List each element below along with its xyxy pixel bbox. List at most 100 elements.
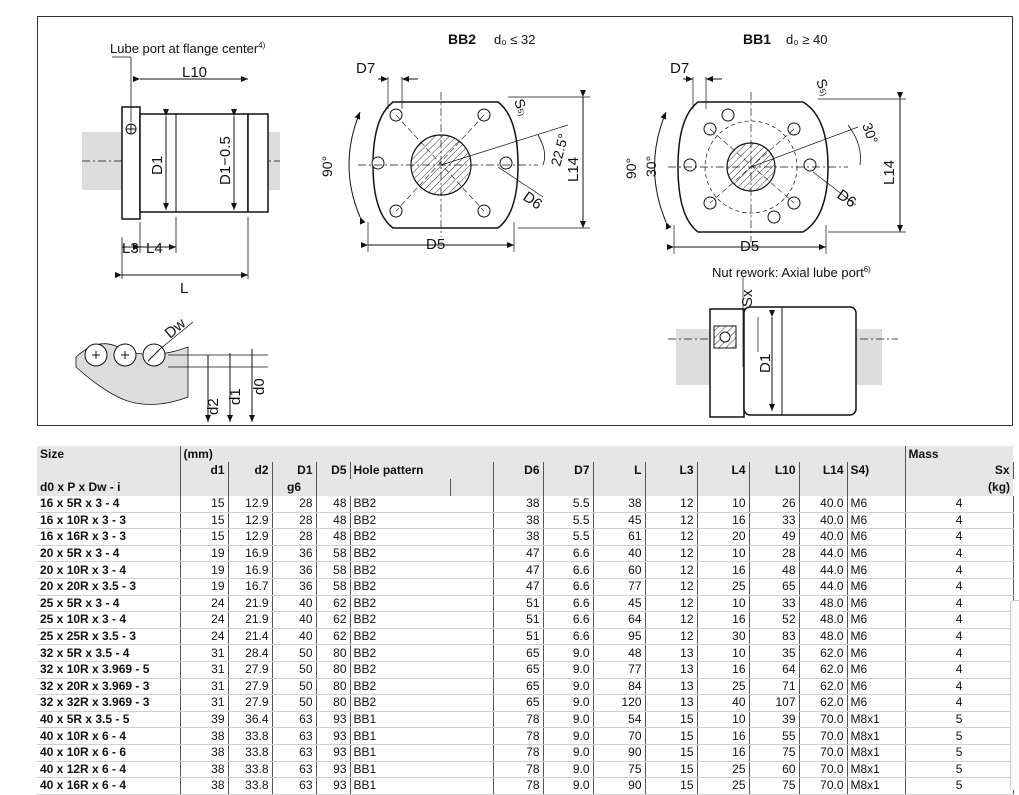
- table-cell: 13: [644, 678, 697, 696]
- table-cell: 5: [904, 711, 1014, 729]
- table-cell: 44.0: [798, 561, 847, 579]
- column-header: D1: [271, 462, 316, 479]
- table-cell: M6: [846, 528, 906, 546]
- dim-d7-bb1: D7: [670, 60, 689, 77]
- table-cell: 16: [696, 661, 749, 679]
- table-cell: 4: [904, 512, 1014, 530]
- table-cell: M6: [846, 595, 906, 613]
- table-cell: 24: [179, 595, 228, 613]
- table-cell: 27.9: [227, 694, 272, 712]
- table-cell: 6.6: [542, 595, 593, 613]
- table-cell: 45: [592, 595, 645, 613]
- table-cell: 15: [644, 711, 697, 729]
- table-cell: 19: [179, 545, 228, 563]
- table-cell: 4: [904, 578, 1014, 596]
- table-cell: 50: [271, 661, 316, 679]
- table-cell: 38: [179, 777, 228, 795]
- table-cell: 28.4: [227, 644, 272, 662]
- size-formula: d0 x P x Dw - i: [37, 479, 180, 496]
- table-cell: 58: [315, 545, 350, 563]
- table-cell: 78: [492, 727, 543, 745]
- table-cell: 70.0: [798, 777, 847, 795]
- table-cell: 25: [696, 777, 749, 795]
- table-cell: BB2: [349, 611, 493, 629]
- table-cell: 70.0: [798, 727, 847, 745]
- table-cell: M6: [846, 661, 906, 679]
- table-cell: 16.9: [227, 545, 272, 563]
- column-header: d1: [179, 462, 228, 479]
- table-cell: 12: [644, 611, 697, 629]
- table-cell: M8x1: [846, 744, 906, 762]
- table-cell: 80: [315, 661, 350, 679]
- row-size: 40 x 16R x 6 - 4: [37, 777, 180, 795]
- table-cell: BB2: [349, 578, 493, 596]
- table-cell: BB2: [349, 678, 493, 696]
- table-cell: 20: [696, 528, 749, 546]
- table-cell: 25: [696, 678, 749, 696]
- table-cell: 9.0: [542, 727, 593, 745]
- table-cell: 75: [748, 744, 799, 762]
- table-cell: 65: [748, 578, 799, 596]
- angle-90-bb2: 90°: [319, 156, 335, 177]
- table-cell: 63: [271, 727, 316, 745]
- table-cell: BB1: [349, 761, 493, 779]
- dim-l4: L4: [146, 240, 163, 257]
- table-cell: 16: [696, 512, 749, 530]
- table-cell: 6.6: [542, 545, 593, 563]
- table-cell: 78: [492, 711, 543, 729]
- table-cell: 36: [271, 578, 316, 596]
- table-cell: 65: [492, 694, 543, 712]
- table-cell: 21.4: [227, 628, 272, 646]
- table-cell: M6: [846, 512, 906, 530]
- row-size: 32 x 32R x 3.969 - 3: [37, 694, 180, 712]
- table-cell: 40: [592, 545, 645, 563]
- bb1-title: BB1: [743, 31, 771, 47]
- table-cell: 63: [271, 744, 316, 762]
- table-cell: 48.0: [798, 628, 847, 646]
- table-cell: 10: [696, 496, 749, 513]
- row-size: 16 x 5R x 3 - 4: [37, 496, 180, 513]
- table-cell: 12: [644, 561, 697, 579]
- table-cell: 48.0: [798, 611, 847, 629]
- dim-l3: L3: [122, 240, 139, 257]
- table-cell: 95: [592, 628, 645, 646]
- dim-d1-tol: D1−0.5: [217, 136, 234, 185]
- table-cell: 10: [696, 644, 749, 662]
- table-cell: 75: [748, 777, 799, 795]
- dim-dw: Dw: [162, 315, 190, 342]
- table-cell: 16: [696, 611, 749, 629]
- table-cell: 61: [592, 528, 645, 546]
- table-cell: 62.0: [798, 644, 847, 662]
- table-cell: 24: [179, 611, 228, 629]
- table-cell: 15: [644, 727, 697, 745]
- table-cell: 93: [315, 761, 350, 779]
- table-cell: 12.9: [227, 528, 272, 546]
- table-cell: 40.0: [798, 496, 847, 513]
- table-cell: M6: [846, 694, 906, 712]
- column-header: Sx: [904, 462, 1014, 479]
- dim-d5-bb1: D5: [740, 238, 759, 255]
- table-cell: 38: [492, 512, 543, 530]
- table-cell: 93: [315, 744, 350, 762]
- table-cell: 58: [315, 578, 350, 596]
- table-cell: BB2: [349, 644, 493, 662]
- row-size: 40 x 10R x 6 - 6: [37, 744, 180, 762]
- table-cell: M8x1: [846, 777, 906, 795]
- table-cell: 16.7: [227, 578, 272, 596]
- table-cell: 93: [315, 777, 350, 795]
- table-cell: BB2: [349, 628, 493, 646]
- table-cell: 21.9: [227, 611, 272, 629]
- table-cell: 33.8: [227, 744, 272, 762]
- table-cell: 19: [179, 578, 228, 596]
- table-cell: 15: [179, 512, 228, 530]
- table-cell: 4: [904, 694, 1014, 712]
- table-cell: 39: [748, 711, 799, 729]
- table-cell: 31: [179, 694, 228, 712]
- column-header: D5: [315, 462, 350, 479]
